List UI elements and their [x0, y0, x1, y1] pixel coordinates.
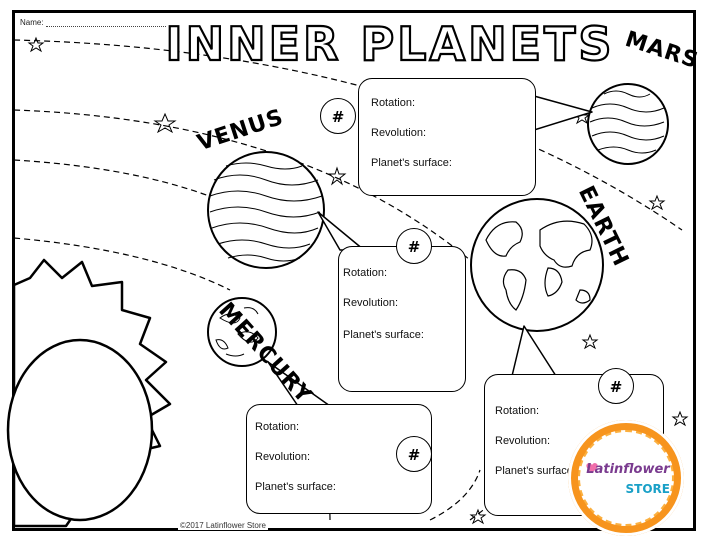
star-icon [648, 194, 666, 211]
field-surface: Planet's surface: [255, 481, 336, 493]
order-number-mercury[interactable]: # [396, 436, 432, 472]
field-rotation: Rotation: [343, 267, 388, 279]
star-icon [671, 410, 689, 427]
field-revolution: Revolution: [495, 435, 551, 447]
order-number-mars[interactable]: # [320, 98, 356, 134]
field-surface: Planet's surface: [495, 465, 576, 477]
field-rotation: Rotation: [255, 421, 300, 433]
store-logo: Latinflower STORE [568, 420, 684, 536]
field-surface: Planet's surface: [371, 157, 452, 169]
callout-tails [267, 95, 593, 407]
field-rotation: Rotation: [371, 97, 416, 109]
star-icon [581, 333, 599, 350]
info-box-venus: Rotation: Revolution: Planet's surface: [338, 246, 466, 392]
star-icon [327, 166, 347, 186]
page-title: INNER PLANETS [164, 16, 614, 72]
store-logo-store: STORE [625, 482, 670, 496]
star-icon [153, 112, 177, 134]
planet-icon [207, 151, 325, 269]
page-title-text: INNER PLANETS [165, 17, 614, 71]
field-rotation: Rotation: [495, 405, 540, 417]
info-box-mars: Rotation: Revolution: Planet's surface: [358, 78, 536, 196]
sun-icon [6, 258, 172, 528]
copyright-text: ©2017 Latinflower Store [178, 521, 268, 530]
field-revolution: Revolution: [371, 127, 427, 139]
planet-icon [470, 198, 604, 332]
store-logo-inner: Latinflower STORE [578, 430, 674, 526]
star-icon [27, 36, 45, 53]
star-icons [27, 36, 689, 525]
name-field[interactable]: Name: [20, 18, 166, 27]
orbit-venus [13, 159, 271, 226]
orbit-mercury [13, 237, 231, 291]
order-number-venus[interactable]: # [396, 228, 432, 264]
heart-icon [586, 463, 598, 473]
field-revolution: Revolution: [255, 451, 311, 463]
star-icon [469, 508, 487, 525]
planet-icon [207, 297, 277, 367]
name-label: Name: [20, 18, 44, 27]
field-surface: Planet's surface: [343, 329, 424, 341]
name-line-blank[interactable] [45, 26, 166, 27]
store-logo-name: Latinflower [586, 462, 670, 477]
planet-icon [587, 83, 669, 165]
order-number-earth[interactable]: # [598, 368, 634, 404]
field-revolution: Revolution: [343, 297, 399, 309]
